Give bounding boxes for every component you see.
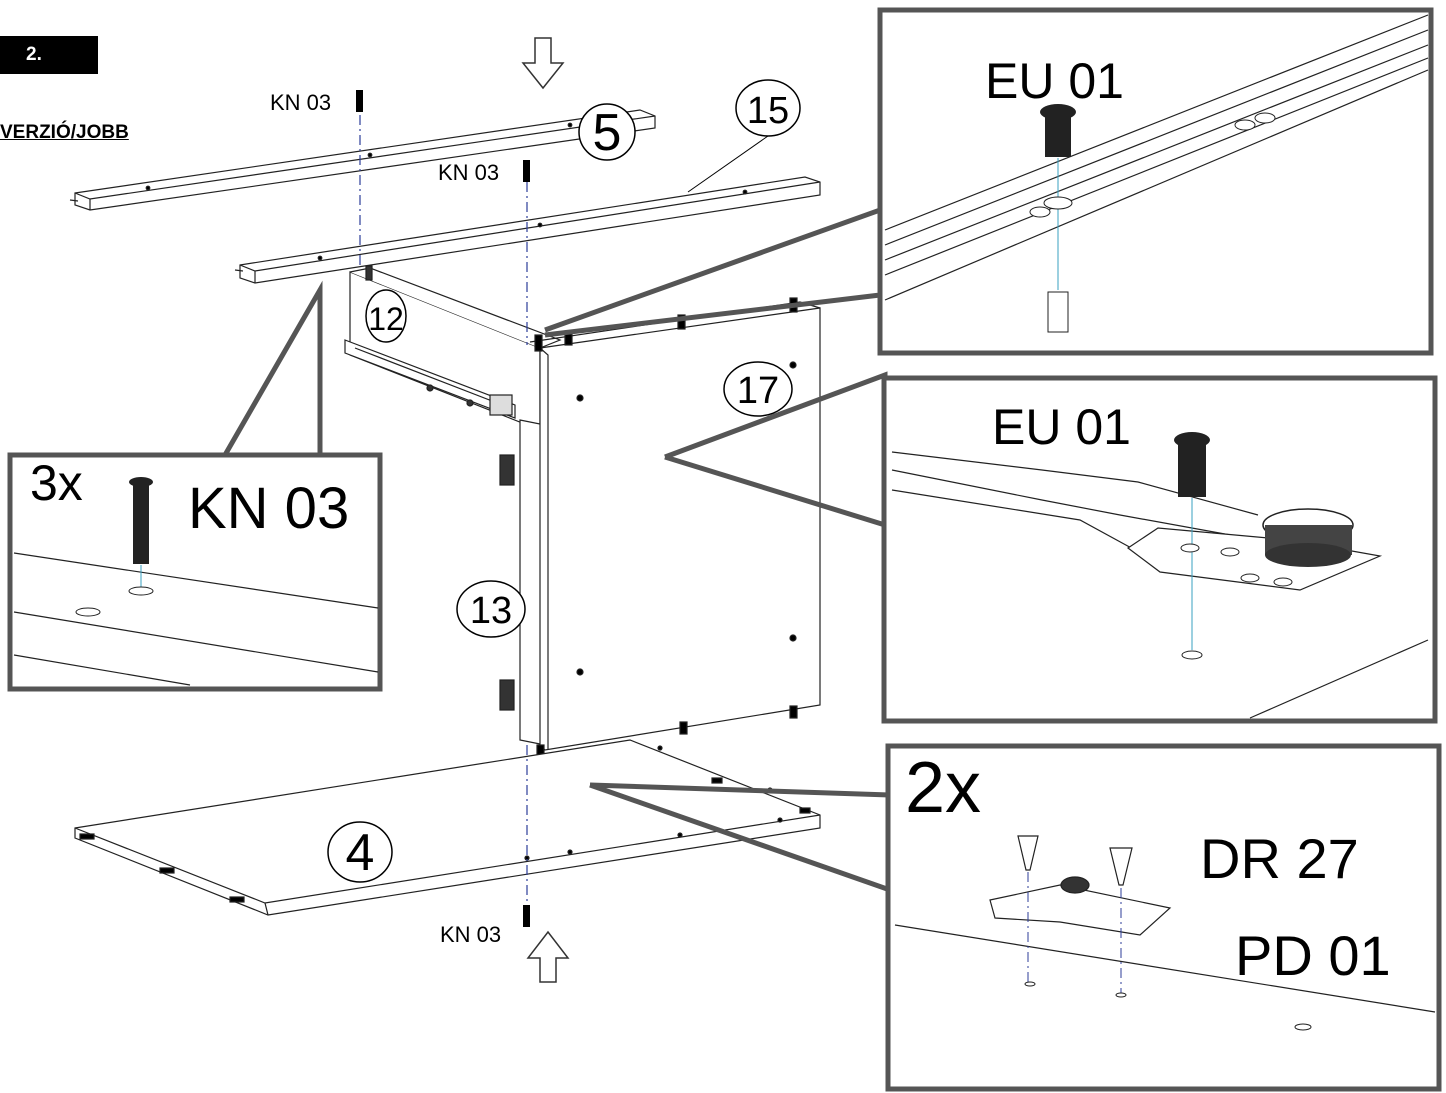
kn03-dowel-icon xyxy=(129,477,153,564)
panel-4 xyxy=(74,739,821,916)
callout-p15: 15 xyxy=(687,79,801,193)
svg-text:5: 5 xyxy=(593,104,622,162)
svg-text:PD 01: PD 01 xyxy=(1235,924,1391,987)
dr27-screw-icon xyxy=(1017,835,1133,886)
label-kn03-bottom: KN 03 xyxy=(440,922,501,947)
label-kn03-top-left: KN 03 xyxy=(270,90,331,115)
svg-text:2x: 2x xyxy=(905,748,981,828)
svg-text:17: 17 xyxy=(737,370,779,412)
svg-text:EU 01: EU 01 xyxy=(985,53,1124,109)
panel-13 xyxy=(499,419,546,746)
callout-p4: 4 xyxy=(327,821,393,883)
eu01-insert-icon xyxy=(1174,432,1210,497)
connector-knob-icon xyxy=(1262,508,1354,567)
detail-box-dr27-pd01: 2x DR 27 PD 01 xyxy=(885,743,1442,1092)
svg-text:12: 12 xyxy=(368,301,404,337)
svg-text:3x: 3x xyxy=(30,455,83,511)
svg-text:EU 01: EU 01 xyxy=(992,399,1131,455)
detail-box-eu01-top: EU 01 xyxy=(877,7,1434,356)
down-arrow-icon xyxy=(521,37,565,90)
callout-p12: 12 xyxy=(365,289,407,343)
assembly-axes xyxy=(359,115,528,905)
version-label: VERZIÓ/JOBB xyxy=(0,122,129,143)
step-badge: 2. xyxy=(0,36,98,74)
up-arrow-icon xyxy=(526,930,570,983)
panel-17 xyxy=(529,297,821,758)
pd01-bracket-icon xyxy=(989,876,1172,936)
svg-text:15: 15 xyxy=(747,90,789,132)
svg-text:DR 27: DR 27 xyxy=(1200,827,1359,890)
kn03-bolt-icon xyxy=(356,90,530,927)
svg-text:13: 13 xyxy=(470,590,512,632)
panel-5 xyxy=(69,109,656,211)
label-kn03-top-mid: KN 03 xyxy=(438,160,499,185)
callout-p13: 13 xyxy=(456,580,526,638)
callout-p5: 5 xyxy=(578,103,636,162)
svg-text:4: 4 xyxy=(346,824,375,882)
eu01-insert-icon xyxy=(1040,104,1076,157)
detail-box-eu01-hinge: EU 01 xyxy=(881,375,1438,724)
drawer-runner xyxy=(344,339,516,419)
detail-box-kn03: 3x KN 03 xyxy=(7,452,383,692)
callout-p17: 17 xyxy=(723,361,793,417)
svg-text:KN 03: KN 03 xyxy=(188,476,349,541)
panel-15 xyxy=(234,176,821,284)
